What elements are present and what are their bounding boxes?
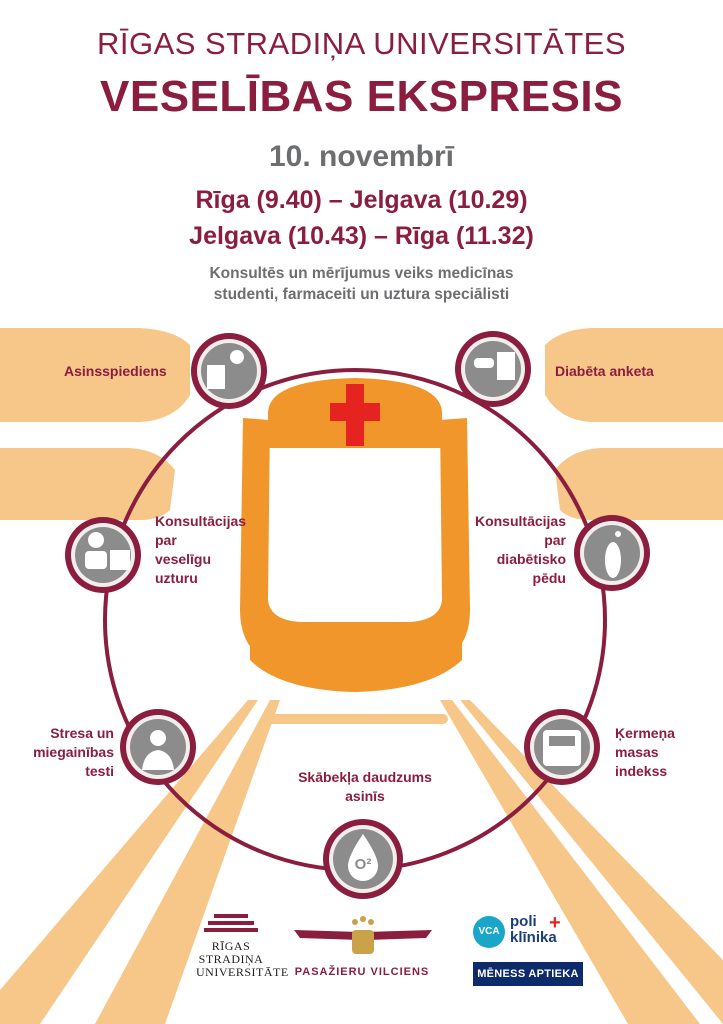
icon-node-diabetes-form <box>455 331 531 407</box>
label-foot-line-4: pēdu <box>532 570 566 586</box>
label-nutrition-line-4: uzturu <box>155 570 198 586</box>
rsu-logo-line-1: RĪGAS <box>211 939 251 953</box>
label-nutrition: Konsultācijas par veselīgu uzturu <box>155 512 246 588</box>
label-bmi-line-3: indekss <box>615 763 668 779</box>
rsu-logo-mark <box>204 914 258 932</box>
icon-node-nutrition <box>65 517 141 593</box>
label-foot: Konsultācijas par diabētisko pēdu <box>468 512 566 588</box>
label-foot-line-1: Konsultācijas <box>474 513 566 529</box>
label-stress: Stresa un miegainības testi <box>24 724 114 781</box>
route-outbound: Rīga (9.40) – Jelgava (10.29) <box>195 186 528 214</box>
label-stress-line-2: miegainības <box>33 744 114 760</box>
rsu-logo-line-2: STRADIŅA <box>198 952 264 966</box>
event-date: 10. novembrī <box>268 140 455 173</box>
label-stress-line-3: testi <box>85 763 114 779</box>
label-foot-line-2: par <box>544 532 566 548</box>
red-cross-horizontal <box>330 403 380 421</box>
rail-left-inner <box>95 700 280 1024</box>
label-bmi-line-1: Ķermeņa <box>615 725 675 741</box>
poliklinika-text: poli klīnika <box>510 914 557 946</box>
rsu-logo-line-3: UNIVERSITĀTE <box>196 965 289 979</box>
poliklinika-logo: VCA poli klīnika + <box>473 912 593 954</box>
train-bumper <box>262 714 448 724</box>
route-return: Jelgava (10.43) – Rīga (11.32) <box>189 222 534 250</box>
university-title: RĪGAS STRADIŅA UNIVERSITĀTES <box>96 26 627 61</box>
stripe-right-middle <box>555 448 723 520</box>
event-title: VESELĪBAS EKSPRESIS <box>100 72 623 121</box>
rail-right-inner <box>440 700 700 1024</box>
oxygen-symbol: O² <box>354 856 372 873</box>
label-nutrition-line-3: veselīgu <box>155 551 212 567</box>
plus-icon: + <box>549 912 561 934</box>
poliklinika-line-2: klīnika <box>510 929 557 946</box>
label-oxygen: Skābekļa daudzums asinīs <box>270 768 460 806</box>
train-front-lower <box>250 620 462 692</box>
label-blood-pressure: Asinsspiediens <box>64 363 167 379</box>
label-stress-line-1: Stresa un <box>50 725 114 741</box>
vca-badge: VCA <box>473 916 505 948</box>
stripe-right-top <box>545 328 723 422</box>
subtitle-line-2: studenti, farmaceiti un uztura speciālis… <box>213 286 510 303</box>
label-nutrition-line-2: par <box>155 532 177 548</box>
poliklinika-line-1: poli <box>510 913 537 930</box>
stripe-left-middle <box>0 448 175 520</box>
pv-logo-mark <box>294 916 432 954</box>
label-bmi-line-2: masas <box>615 744 659 760</box>
label-nutrition-line-1: Konsultācijas <box>155 513 247 529</box>
label-oxygen-line-2: asinīs <box>345 788 385 804</box>
stripe-left-top <box>0 328 190 422</box>
rsu-logo: RĪGAS STRADIŅA UNIVERSITĀTE <box>196 939 289 979</box>
pv-logo-text: PASAŽIERU VILCIENS <box>294 966 430 978</box>
meness-aptieka-logo: MĒNESS APTIEKA <box>473 962 583 986</box>
icon-node-blood-pressure <box>191 333 267 409</box>
subtitle-line-1: Konsultēs un mērījumus veiks medicīnas <box>209 265 514 282</box>
label-bmi: Ķermeņa masas indekss <box>615 724 675 781</box>
label-oxygen-line-1: Skābekļa daudzums <box>298 769 432 785</box>
pv-logo: PASAŽIERU VILCIENS <box>292 962 432 978</box>
train-windshield <box>240 418 470 668</box>
rail-right-outer <box>460 700 723 1024</box>
label-foot-line-3: diabētisko <box>496 551 566 567</box>
label-diabetes-form: Diabēta anketa <box>555 363 654 379</box>
rail-left-outer <box>0 700 258 1024</box>
icon-node-foot <box>574 515 650 591</box>
icon-node-stress <box>120 709 196 785</box>
icon-node-oxygen <box>323 819 403 899</box>
icon-node-bmi <box>524 709 600 785</box>
